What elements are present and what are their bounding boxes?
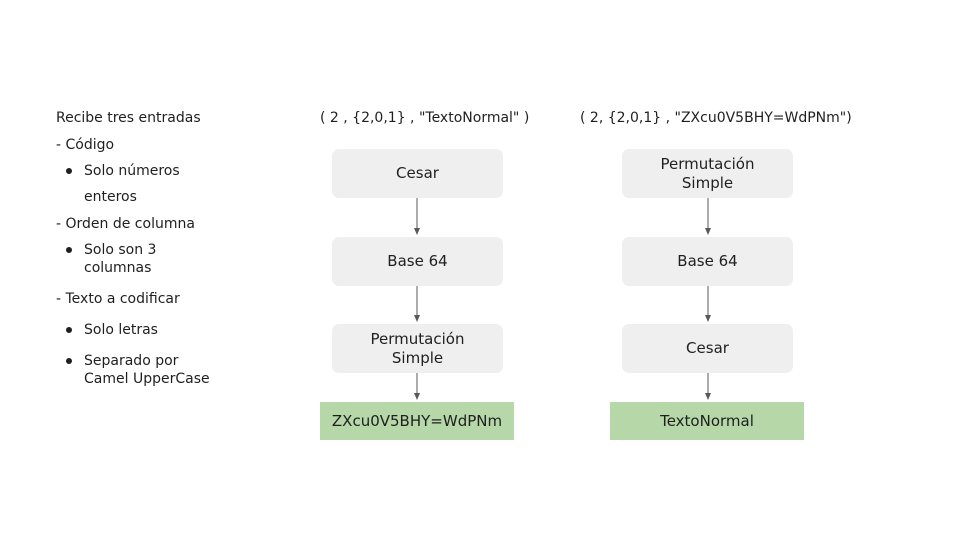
bullet-dot xyxy=(66,168,72,174)
input-column-order-label: - Orden de columna xyxy=(56,216,195,232)
intro-text: Recibe tres entradas xyxy=(56,110,201,126)
input-text-bullet-letters: Solo letras xyxy=(84,322,158,338)
encode-result: ZXcu0V5BHY=WdPNm xyxy=(320,402,514,440)
input-code-label: - Código xyxy=(56,137,115,153)
input-column-order-bullet-line2: columnas xyxy=(84,260,152,276)
bullet-dot xyxy=(66,327,72,333)
encode-flow-header: ( 2 , {2,0,1} , "TextoNormal" ) xyxy=(320,110,530,126)
bullet-dot xyxy=(66,247,72,253)
encode-step-permutation: Permutación Simple xyxy=(332,324,503,373)
decode-result: TextoNormal xyxy=(610,402,804,440)
input-text-label: - Texto a codificar xyxy=(56,291,180,307)
input-text-bullet-separated-line1: Separado por xyxy=(84,353,179,369)
input-code-bullet-line2: enteros xyxy=(84,189,137,205)
input-column-order-bullet-line1: Solo son 3 xyxy=(84,242,157,258)
decode-flow-header: ( 2, {2,0,1} , "ZXcu0V5BHY=WdPNm") xyxy=(580,110,852,126)
bullet-dot xyxy=(66,358,72,364)
decode-step-permutation: Permutación Simple xyxy=(622,149,793,198)
input-code-bullet-line1: Solo números xyxy=(84,163,180,179)
decode-step-cesar: Cesar xyxy=(622,324,793,373)
encode-step-base64: Base 64 xyxy=(332,237,503,286)
encode-step-cesar: Cesar xyxy=(332,149,503,198)
input-text-bullet-separated-line2: Camel UpperCase xyxy=(84,371,210,387)
decode-step-base64: Base 64 xyxy=(622,237,793,286)
